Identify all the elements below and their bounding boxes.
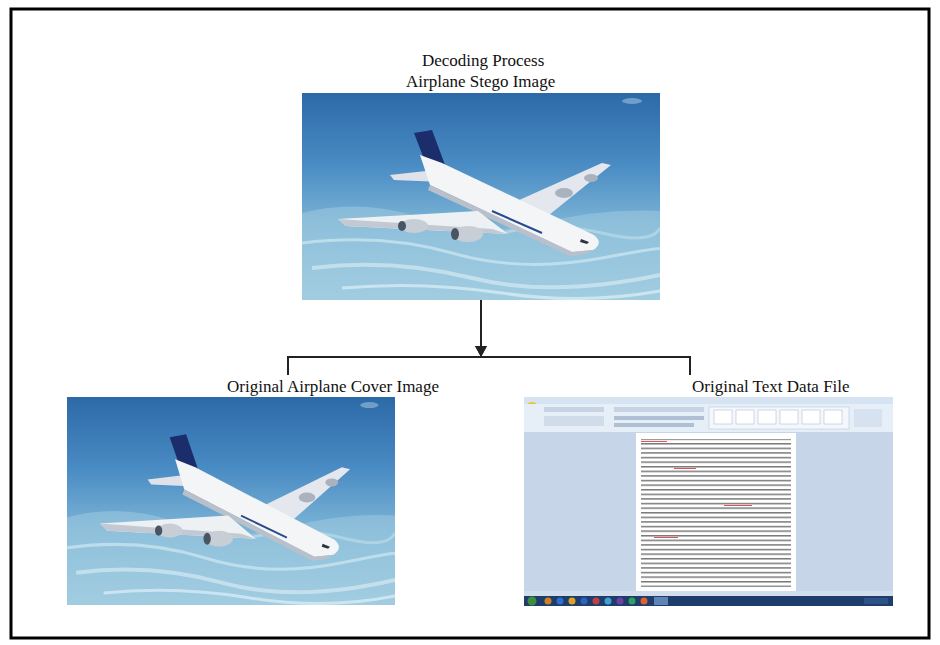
connector-line [288,300,481,375]
connector-line [481,300,690,375]
flow-connector [288,300,487,375]
flow-connector [475,300,690,375]
cover-image [67,397,399,605]
stego-image [302,93,665,300]
image-caption: Original Airplane Cover Image [225,377,441,397]
image-node: Original Text Data File [524,375,893,606]
text-file-screenshot [524,397,893,606]
arrow-head [475,346,487,357]
image-node: Original Airplane Cover Image [67,375,507,606]
diagram-title: Decoding Process [420,51,546,71]
image-caption: Original Text Data File [690,377,852,397]
arrow-head [475,346,487,357]
image-caption: Airplane Stego Image [404,72,557,92]
image-node: Airplane Stego Image [302,72,660,300]
